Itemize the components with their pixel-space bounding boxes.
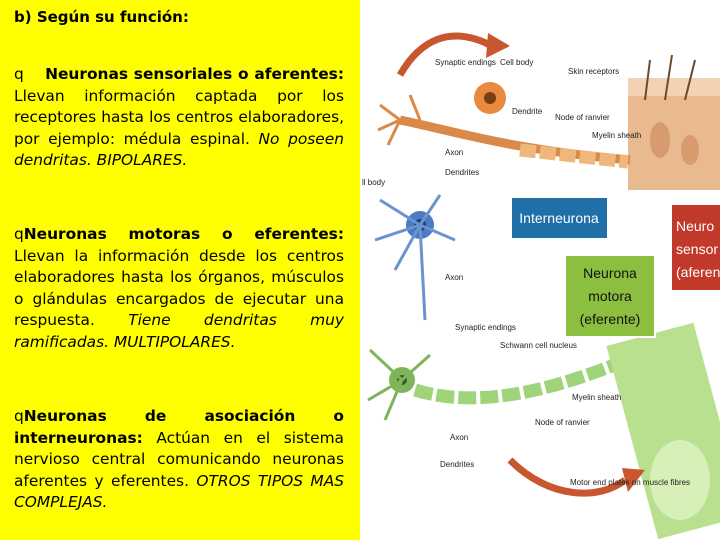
arrow-head-icon (486, 33, 510, 58)
label-dendrites: Dendrites (445, 168, 479, 177)
skin-receptors-illustration (628, 54, 720, 190)
label-axon-bottom: Axon (450, 433, 468, 442)
label-synaptic-endings: Synaptic endings (435, 58, 496, 67)
sensory-neuron-box (672, 205, 720, 290)
sensory-neurons-paragraph: q Neuronas sensoriales o aferentes: Llev… (14, 64, 344, 172)
paragraph-italic: No poseen dendritas. BIPOLARES. (14, 129, 345, 170)
sensory-box-line: Neuro (676, 218, 714, 234)
page-title: b) Según su función: (14, 8, 189, 26)
label-dendrite: Dendrite (512, 107, 543, 116)
interneurons-paragraph: qNeuronas de asociación o interneuronas:… (14, 406, 344, 514)
sensory-neuron-illustration (377, 82, 631, 169)
bullet-icon: q (14, 225, 24, 243)
label-cell-body: Cell body (500, 58, 533, 67)
motor-neuron-box (564, 254, 656, 338)
paragraph-italic: OTROS TIPOS MAS COMPLEJAS. (14, 471, 344, 512)
motor-box-line: Neurona (583, 265, 637, 281)
label-axon-mid: Axon (445, 273, 463, 282)
flow-arrow-bottom (507, 457, 628, 497)
bullet-icon: q (14, 407, 24, 425)
label-myelin-sheath: Myelin sheath (592, 131, 641, 140)
label-schwann-nucleus: Schwann cell nucleus (500, 341, 577, 350)
arrow-head-icon (622, 468, 645, 492)
label-node-of-ranvier-bottom: Node of ranvier (535, 418, 590, 427)
label-skin-receptors: Skin receptors (568, 67, 619, 76)
paragraph-italic: Tiene dendritas muy ramificadas. MULTIPO… (14, 311, 344, 351)
motor-neurons-paragraph: qNeuronas motoras o eferentes: Llevan la… (14, 224, 344, 353)
paragraph-lead: Neuronas motoras o eferentes: (23, 225, 344, 243)
paragraph-text: Llevan la información desde los centros … (14, 246, 344, 330)
label-node-of-ranvier: Node of ranvier (555, 113, 610, 122)
text-panel: b) Según su función: q Neuronas sensoria… (0, 0, 360, 540)
label-motor-end-plates: Motor end plates on muscle fibres (570, 478, 690, 487)
motor-box-line: motora (588, 288, 632, 304)
label-dendrites-bottom: Dendrites (440, 460, 474, 469)
label-axon: Axon (445, 148, 463, 157)
bullet-icon: q (14, 65, 24, 83)
paragraph-lead: Neuronas sensoriales o aferentes: (45, 65, 344, 83)
neuron-diagram: Synaptic endings Cell body Skin receptor… (360, 0, 720, 540)
neuron-illustration: Synaptic endings Cell body Skin receptor… (362, 32, 720, 540)
label-myelin-sheath-bottom: Myelin sheath (572, 393, 621, 402)
paragraph-text: Actúan en el sistema nervioso central co… (14, 428, 344, 490)
sensory-box-line: sensor (676, 241, 718, 257)
sensory-box-line: (aferen (676, 264, 720, 280)
interneurona-label: Interneurona (519, 210, 599, 226)
paragraph-lead: Neuronas de asociación o interneuronas: (14, 407, 344, 447)
paragraph-text: Llevan información captada por los recep… (14, 86, 344, 148)
motor-neuron-illustration (367, 322, 720, 540)
label-cell-body-left: ll body (362, 178, 385, 187)
interneuron-illustration (374, 194, 456, 321)
motor-box-line: (eferente) (580, 311, 641, 327)
label-synaptic-endings-mid: Synaptic endings (455, 323, 516, 332)
interneurona-box (512, 198, 607, 238)
flow-arrow-top (396, 32, 492, 77)
